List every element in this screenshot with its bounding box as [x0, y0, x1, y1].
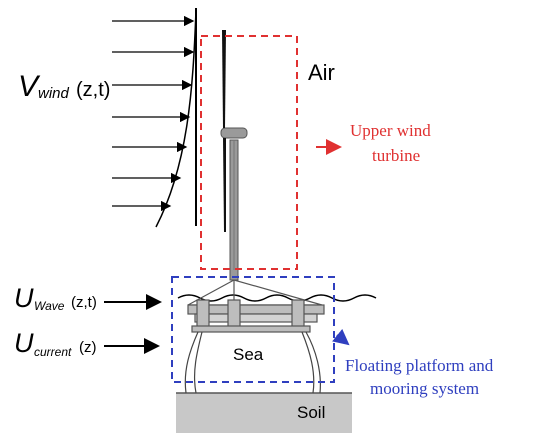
platform-arrow: [332, 328, 350, 346]
sea-wave-line: [177, 294, 377, 302]
wind-velocity-args: (z,t): [76, 79, 110, 101]
wave-velocity-args: (z,t): [71, 294, 97, 311]
turbine-blade-lower: [223, 138, 226, 232]
air-label: Air: [308, 60, 335, 85]
upper-turbine-label-line2: turbine: [372, 146, 420, 165]
floating-platform-box: [171, 276, 335, 383]
current-velocity-symbol: U: [14, 328, 34, 358]
wave-velocity-subscript: Wave: [34, 299, 65, 313]
mooring-lines: [184, 331, 321, 394]
current-velocity-args: (z): [79, 339, 97, 356]
turbine-nacelle: [220, 127, 248, 139]
wind-velocity-symbol: V: [18, 70, 41, 103]
platform-label-line2: mooring system: [370, 379, 479, 398]
platform-label-line1: Floating platform and: [345, 356, 494, 375]
wind-profile-arrows: [112, 15, 195, 212]
turbine-blade-upper: [222, 30, 226, 128]
wind-profile-curve: [155, 9, 197, 228]
wave-velocity-symbol: U: [14, 283, 34, 313]
upper-wind-turbine-box: [200, 35, 298, 270]
turbine-tower: [229, 139, 239, 281]
sea-label: Sea: [233, 345, 264, 364]
current-velocity-subscript: current: [34, 345, 72, 359]
soil-label: Soil: [297, 403, 325, 422]
wind-velocity-subscript: wind: [38, 85, 70, 102]
floating-platform: [187, 279, 325, 333]
upper-turbine-label-line1: Upper wind: [350, 121, 431, 140]
seabed-soil: [176, 393, 352, 433]
